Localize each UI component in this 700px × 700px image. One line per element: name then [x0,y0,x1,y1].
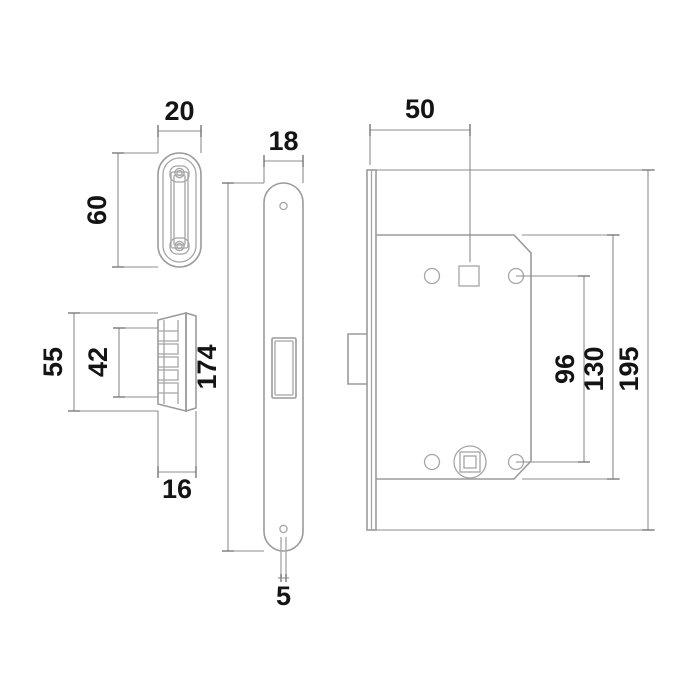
keep-body-outline [157,311,187,413]
faceplate-top-screw-hole [279,201,288,211]
dimension-96-label: 96 [550,354,580,384]
dimension-16: 16 [157,411,197,504]
lock-upper-square-spindle-hole [458,265,480,287]
lock-upper-fixing-hole [423,267,441,285]
dimension-174-label: 174 [192,344,222,389]
keep-rib-3 [157,356,179,368]
escutcheon-bottom-screw-hole [174,240,185,252]
keep-rib-5 [157,382,179,394]
escutcheon-front-view [157,152,202,268]
faceplate-front-view [263,182,304,578]
dimension-60-label: 60 [82,195,112,225]
dimension-42: 42 [83,327,158,398]
dimension-55-label: 55 [38,347,68,377]
dimension-18: 18 [263,126,304,183]
dimension-18-label: 18 [268,126,298,156]
escutcheon-bottom-boss [169,237,190,255]
dimension-96: 96 [516,275,590,463]
escutcheon-top-screw-hole-inner [176,169,183,177]
keep-rib-4 [157,369,179,381]
dimension-42-label: 42 [83,347,113,377]
lock-body-side-view [347,169,532,531]
dimension-195-label: 195 [614,346,644,391]
dimension-60: 60 [82,152,158,268]
escutcheon-top-boss [169,165,190,183]
dimension-195: 195 [376,169,655,531]
dimension-130: 130 [522,234,620,480]
dimension-130-label: 130 [579,346,609,391]
dimension-5-label: 5 [276,581,291,611]
faceplate-bottom-screw-hole [279,524,288,534]
dimension-50: 50 [369,94,471,262]
dimension-5: 5 [276,574,291,611]
dimension-20: 20 [157,96,202,153]
dimension-50-label: 50 [405,94,435,124]
escutcheon-bottom-screw-hole-inner [176,242,183,250]
escutcheon-side-view [157,311,197,413]
dimension-20-label: 20 [164,96,194,126]
lock-latch-bolt [347,333,367,385]
dimension-55: 55 [38,312,158,412]
dimension-174: 174 [192,182,264,552]
lock-lower-fixing-hole [423,453,441,471]
lock-follower-square [459,451,481,473]
keep-rib-2 [157,343,179,355]
lock-case-outline [376,234,532,480]
escutcheon-top-screw-hole [174,167,185,179]
faceplate-outline [263,182,304,552]
lock-follower-outer-circle [453,445,487,479]
faceplate-latch-aperture-inner [274,340,294,396]
dimension-16-label: 16 [162,474,192,504]
escutcheon-inner-outline [162,157,197,263]
faceplate-latch-aperture [271,337,297,399]
escutcheon-outer-outline [157,152,202,268]
keep-rib-1 [157,330,179,342]
lock-follower-square-inner [463,455,477,469]
escutcheon-central-slot-inner [173,174,186,246]
